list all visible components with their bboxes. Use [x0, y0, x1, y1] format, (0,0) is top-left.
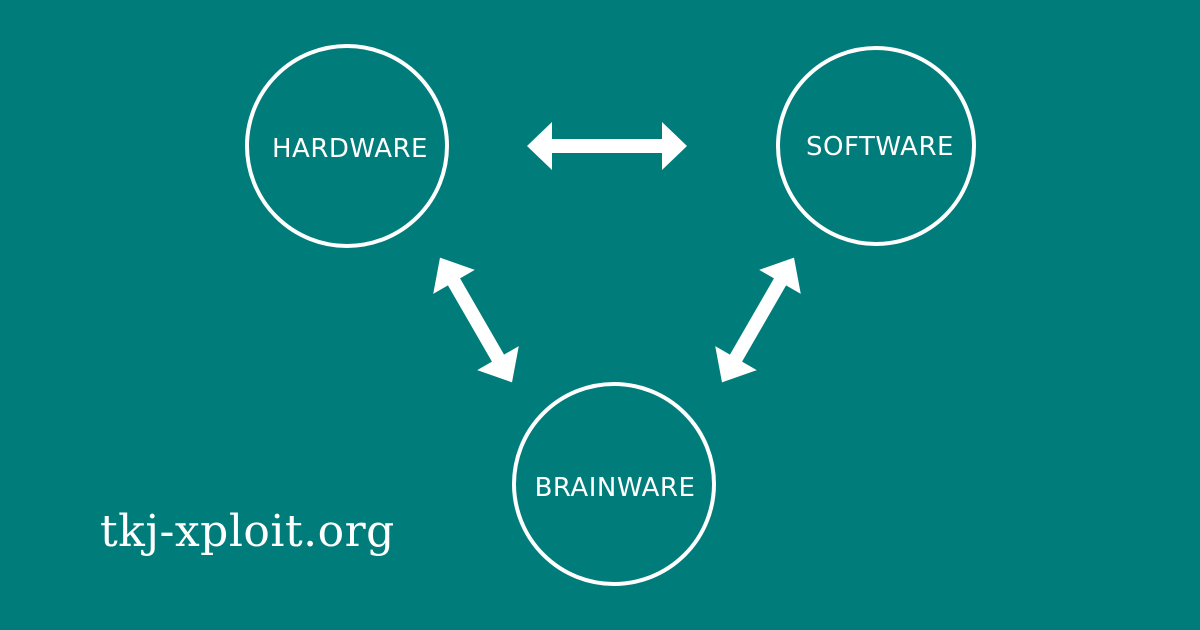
- arrow-hardware-software: [527, 122, 687, 170]
- node-hardware: HARDWARE: [245, 44, 449, 248]
- node-brainware: BRAINWARE: [512, 382, 716, 586]
- node-hardware-circle: [245, 44, 449, 248]
- node-software: SOFTWARE: [776, 46, 976, 246]
- node-hardware-label: HARDWARE: [272, 134, 428, 164]
- arrow-software-brainware: [715, 257, 801, 383]
- watermark-text: tkj-xploit.org: [100, 506, 395, 557]
- arrow-hardware-brainware: [433, 257, 519, 383]
- node-brainware-circle: [512, 382, 716, 586]
- node-software-label: SOFTWARE: [806, 132, 954, 162]
- node-brainware-label: BRAINWARE: [535, 473, 696, 503]
- node-software-circle: [776, 46, 976, 246]
